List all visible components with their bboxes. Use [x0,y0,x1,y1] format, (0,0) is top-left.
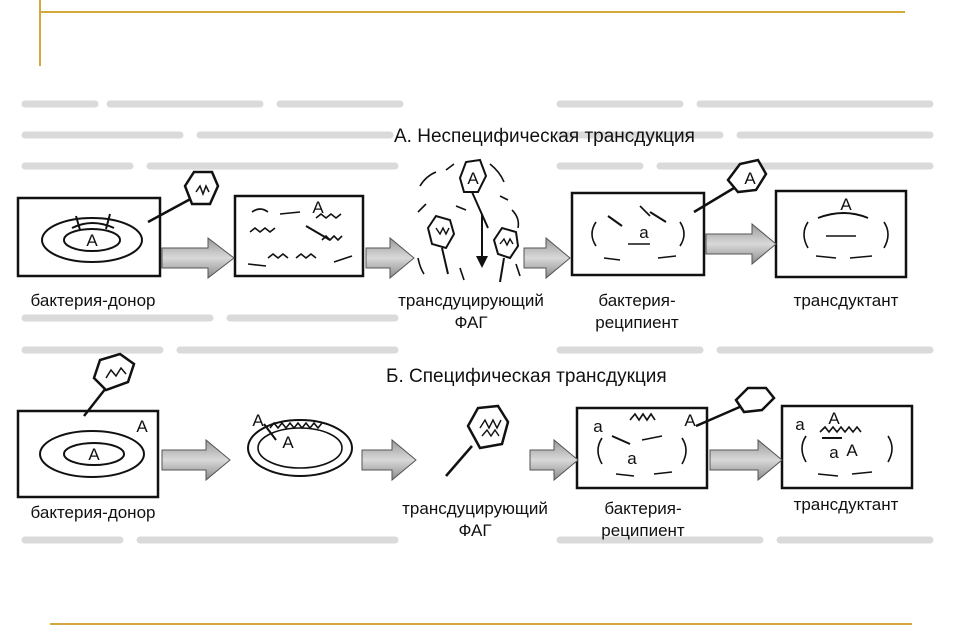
row-a-lysed-gene-letter: А [312,198,324,217]
row-b-transductant-mid-A-letter: А [846,441,858,460]
row-b-recipient-label-line1: бактерия- [604,499,682,518]
row-a-donor-gene-letter: А [86,231,98,250]
row-a-donor-phage [147,170,220,224]
row-b-ring-inner-letter: А [282,433,294,452]
row-b-title: Б. Специфическая трансдукция [386,366,667,387]
row-a-phage-label-line2: ФАГ [454,313,488,332]
row-b-arrow-1 [161,438,231,482]
row-a-arrows [161,222,777,280]
row-b-recipient-left-letter: a [593,417,603,436]
row-b-donor-cell: А А [16,409,160,499]
row-a-phage-label-line1: трансдуцирующий [398,291,544,310]
row-b-donor-outer-letter: А [136,417,148,436]
row-b-donor-label: бактерия-донор [30,503,156,522]
row-b-donor-inner-letter: А [88,445,100,464]
row-b-transducing-phage [445,404,510,477]
row-b-recipient-right-letter: А [684,411,696,430]
row-a-attached-phage: А [693,158,768,214]
row-a-donor-cell: А [16,196,162,278]
row-a-recipient-gene-letter: a [639,223,649,242]
row-a-arrow-2 [365,236,415,280]
row-a-transducing-phages: А [417,158,521,283]
row-a-arrow-3 [523,236,571,280]
row-b-arrow-2 [361,438,417,482]
row-a-phage-gene-letter: А [467,169,479,188]
row-b-excised-ring: А А [247,411,353,477]
row-a-transductant-gene-letter: А [840,195,852,214]
row-b-recipient-cell: a А a [575,406,709,490]
row-a-lysed-cell: А [233,194,365,278]
row-b-recipient-inner-letter: a [627,449,637,468]
row-b-ring-outer-letter: А [252,411,264,430]
row-b-arrows [161,438,783,482]
row-a-recipient-label-line1: бактерия- [598,291,676,310]
slide-frame [39,0,912,625]
row-b-transductant-mid-a-letter: a [829,443,839,462]
row-b-phage-label-line1: трансдуцирующий [402,499,548,518]
row-a-transductant-label: трансдуктант [793,291,899,310]
row-a-arrow-4 [705,222,777,266]
row-a-title: А. Неспецифическая трансдукция [394,126,695,147]
row-a-recipient-label-line2: реципиент [595,313,679,332]
row-b-arrow-4 [709,438,783,482]
row-b-transductant-top-letter: А [828,409,840,428]
row-b-phage-label-line2: ФАГ [458,521,492,540]
row-b-attached-phage [695,386,776,428]
row-a-recipient-cell: a [570,191,706,277]
row-b-recipient-label-line2: реципиент [601,521,685,540]
row-a-arrow-1 [161,236,235,280]
background-text [21,100,934,544]
row-a-transductant-cell: А [774,189,908,279]
row-a-attached-phage-letter: А [744,169,756,188]
row-b-arrow-3 [529,438,579,482]
row-b-transductant-left-letter: a [795,415,805,434]
row-b-transductant-cell: a А a А [780,404,914,490]
row-b-donor-phage [83,352,136,417]
row-a-donor-label: бактерия-донор [30,291,156,310]
row-b-transductant-label: трансдуктант [793,495,899,514]
